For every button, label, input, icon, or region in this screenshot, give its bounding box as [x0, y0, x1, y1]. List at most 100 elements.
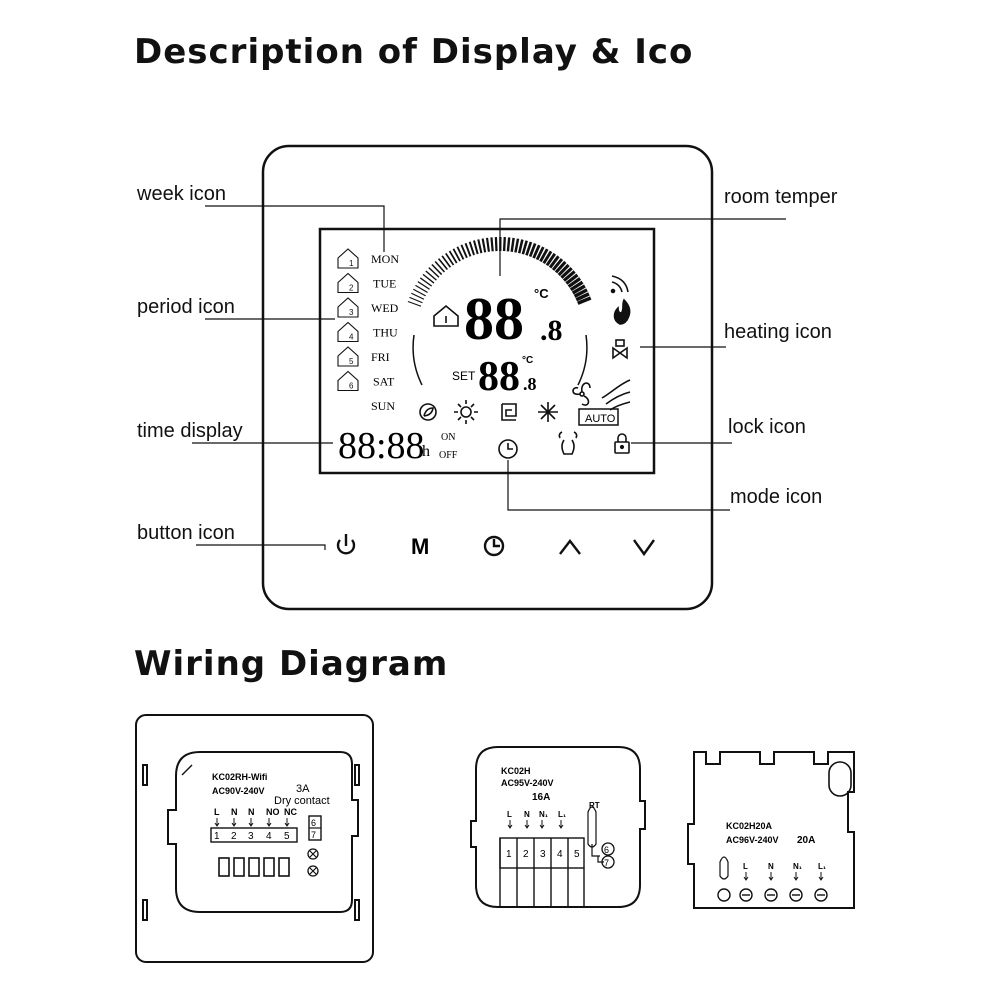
auto-badge [578, 408, 619, 426]
period-4-icon: 4 [337, 321, 359, 343]
dial-tick [517, 239, 524, 254]
device1-spec: AC90V-240V [212, 786, 265, 796]
snowflake-icon [538, 402, 558, 422]
thermostat-frame [261, 144, 714, 611]
lcd-screen [318, 227, 656, 475]
period-1-icon: 1 [337, 248, 359, 269]
device1-terminal-block [248, 857, 260, 877]
device1-side-7: 7 [311, 830, 316, 840]
period-6-number: 6 [349, 382, 354, 391]
dial-tick [490, 237, 494, 252]
dial-tick [521, 240, 528, 255]
flame-icon [613, 298, 631, 325]
device1-terminal-number: 4 [266, 831, 272, 842]
callout-time-display: time display [137, 420, 243, 442]
leader-lines [192, 205, 786, 550]
device3-arrow [743, 872, 749, 881]
room-temp-decimal: .8 [540, 314, 563, 347]
device1-terminal-block [278, 857, 290, 877]
callout-week-icon: week icon [137, 183, 226, 205]
off-label: OFF [439, 450, 458, 461]
callout-room-temper: room temper [724, 186, 838, 208]
device-kc02h [470, 746, 646, 908]
dial-tick [560, 267, 573, 279]
display-section-title: Description of Display & Ico [134, 32, 694, 72]
dial-tick [407, 301, 422, 307]
dial-tick [417, 281, 430, 290]
device1-terminal-label: N [248, 807, 255, 817]
device2-terminal-number: 1 [506, 849, 512, 860]
set-label: SET [452, 369, 476, 383]
device2-side-7: 7 [604, 858, 609, 868]
lock-icon [614, 433, 630, 454]
fan-icon [572, 382, 591, 406]
dial-tick [448, 250, 458, 264]
dial-tick [473, 240, 479, 255]
room-temp-digits: 88 [464, 286, 524, 352]
device3-current: 20A [797, 835, 815, 846]
time-unit: h [422, 443, 430, 460]
dial-tick [557, 263, 570, 277]
device3-screw [717, 888, 731, 902]
hand-heat-icon [558, 431, 578, 455]
callout-heating-icon: heating icon [724, 321, 832, 343]
dial-tick [460, 244, 468, 259]
mode-button-label[interactable]: M [411, 534, 429, 559]
period-3-icon: 3 [337, 297, 359, 318]
on-label: ON [441, 432, 455, 443]
device3-terminal-label: N₁ [793, 862, 803, 871]
device2-rt: RT [589, 801, 600, 810]
device2-terminal-label: L₁ [558, 810, 567, 819]
period-2-icon: 2 [337, 272, 359, 294]
device1-terminal-number: 3 [248, 831, 254, 842]
floor-heat-icon [501, 403, 517, 421]
device1-terminal-label: N [231, 807, 238, 817]
wifi-icon [610, 275, 629, 294]
auto-label: AUTO [585, 413, 616, 425]
set-temp-decimal: .8 [523, 374, 537, 394]
dial-tick [411, 292, 425, 300]
dial-arc-right [577, 334, 588, 386]
dial-tick [506, 237, 511, 252]
dial-tick [554, 260, 567, 274]
period-4-number: 4 [349, 333, 354, 342]
device3-screw [789, 888, 803, 902]
dial-tick [437, 258, 448, 271]
clock-mode-icon [498, 439, 518, 459]
device2-terminal-label: L [507, 810, 512, 819]
week-day-wed: WED [371, 301, 399, 315]
dial-tick [464, 242, 472, 257]
device3-terminal-label: L₁ [818, 862, 827, 871]
device-kc02h20a [687, 751, 855, 909]
device1-arrow [248, 818, 254, 827]
period-1-number: 1 [349, 259, 354, 268]
device3-arrow [768, 872, 774, 881]
device1-extra: Dry contact [274, 795, 330, 807]
week-day-sun: SUN [371, 399, 395, 413]
dial-tick [441, 255, 452, 268]
device3-model: KC02H20A [726, 821, 773, 831]
period-6-icon: 6 [337, 370, 359, 392]
time-digits: 88:88 [338, 425, 425, 467]
callout-period-icon: period icon [137, 296, 235, 318]
dial-tick [502, 237, 506, 252]
dial-tick [413, 288, 426, 297]
eco-icon [419, 403, 437, 421]
dial-tick [422, 273, 435, 284]
dial-tick [571, 284, 586, 295]
device2-model: KC02H [501, 766, 531, 776]
temperature-dial [407, 236, 592, 386]
dial-tick [481, 238, 487, 253]
device1-terminal-number: 2 [231, 831, 237, 842]
device1-terminal-block [218, 857, 230, 877]
dial-tick [562, 270, 576, 282]
power-button [336, 534, 356, 555]
callout-button-icon: button icon [137, 522, 235, 544]
dial-tick [548, 255, 560, 269]
device3-arrow [818, 872, 824, 881]
device1-arrow [231, 818, 237, 827]
